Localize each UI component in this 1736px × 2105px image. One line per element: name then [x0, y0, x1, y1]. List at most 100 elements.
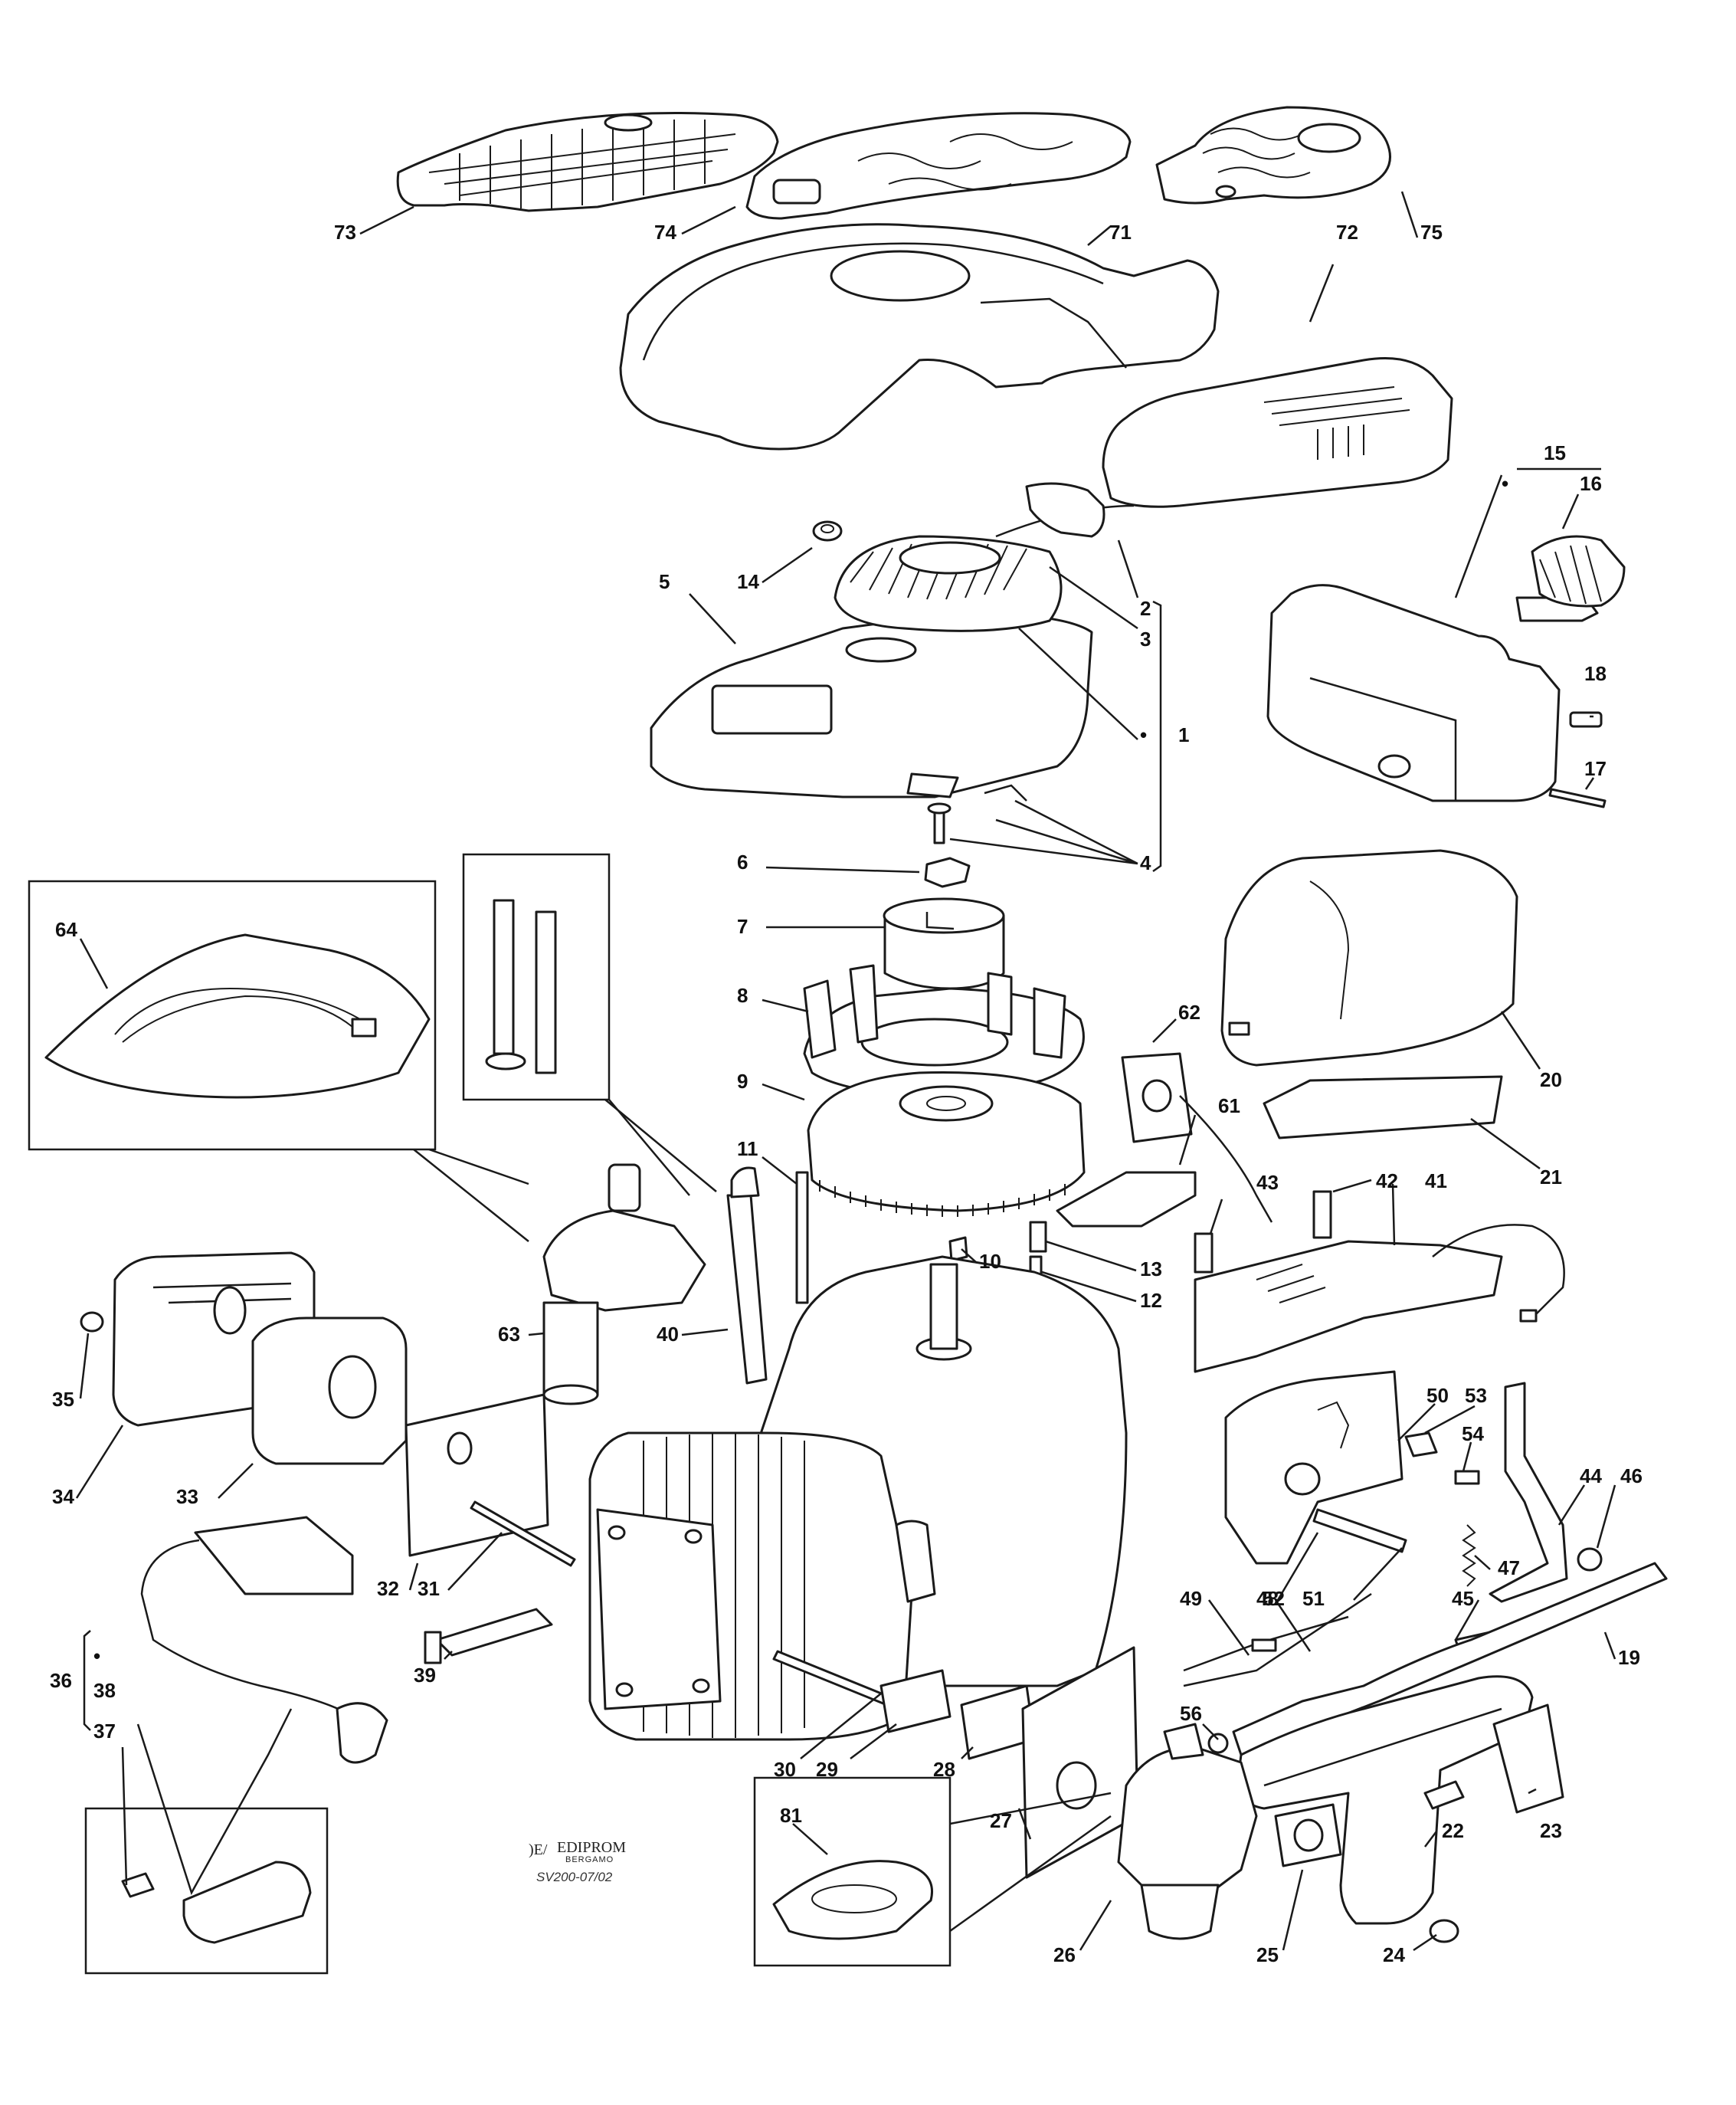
- part-44-control-lever: [1489, 1382, 1568, 1603]
- part-53-clip: [1404, 1431, 1438, 1457]
- bullets: • • •: [93, 472, 1508, 1667]
- callout-31: 31: [418, 1577, 440, 1600]
- part-40-dipstick-tube: [726, 1166, 768, 1385]
- callout-35: 35: [52, 1388, 74, 1411]
- logo-city: BERGAMO: [565, 1855, 614, 1864]
- callout-16: 16: [1580, 472, 1602, 495]
- part-47-spring: [1462, 1524, 1476, 1587]
- part-18-screw: [1569, 711, 1603, 728]
- box-37-38-caps: [84, 1807, 329, 1975]
- part-73-top-grille: [396, 112, 779, 212]
- part-31-stud: [470, 1500, 576, 1567]
- callout-29: 29: [816, 1758, 838, 1781]
- part-56-clamp: [1207, 1733, 1229, 1754]
- part-39-spark-plug: [424, 1608, 553, 1664]
- part-48-49-linkage: [1183, 1592, 1372, 1687]
- callout-48: 48: [1256, 1587, 1279, 1610]
- callout-15: 15: [1544, 441, 1566, 464]
- callout-52-visible: 52: [1263, 1587, 1285, 1610]
- part-13-pin: [1029, 1221, 1047, 1253]
- callout-21: 21: [1540, 1166, 1562, 1189]
- callout-43: 43: [1256, 1171, 1279, 1194]
- part-10-key: [948, 1236, 968, 1262]
- part-63-starter-motor: [542, 1163, 706, 1405]
- callout-6: 6: [737, 851, 748, 874]
- part-72-side-cover: [1102, 357, 1453, 508]
- part-42-bolt: [1312, 1190, 1332, 1239]
- callout-8: 8: [737, 984, 748, 1007]
- callout-14: 14: [737, 570, 759, 593]
- part-23-breather-hose: [1423, 1703, 1564, 1814]
- callout-46: 46: [1620, 1464, 1643, 1487]
- callout-54: 54: [1462, 1422, 1484, 1445]
- callout-37: 37: [93, 1720, 116, 1743]
- part-35-nut: [80, 1311, 104, 1333]
- callout-labels: 73 74 71 72 75 15 16 5 14 2 3 1 18 17 6 …: [50, 221, 1643, 1966]
- callout-3: 3: [1140, 628, 1151, 651]
- callout-26: 26: [1053, 1943, 1076, 1966]
- part-74-middle-cover: [745, 112, 1132, 220]
- callout-50: 50: [1426, 1384, 1449, 1407]
- part-24-nut: [1429, 1919, 1459, 1943]
- ediprom-logo: )E/ EDIPROM BERGAMO SV200-07/02: [529, 1839, 626, 1884]
- part-2-starter-handle: [1025, 482, 1105, 538]
- bullet-36: •: [93, 1644, 100, 1667]
- callout-39: 39: [414, 1664, 436, 1687]
- callout-1: 1: [1178, 723, 1189, 746]
- callout-4: 4: [1140, 851, 1151, 874]
- callout-27: 27: [990, 1809, 1012, 1832]
- callout-72: 72: [1336, 221, 1358, 244]
- callout-62: 62: [1178, 1001, 1200, 1024]
- callout-20: 20: [1540, 1068, 1562, 1091]
- callout-34: 34: [52, 1485, 74, 1508]
- leader-lines: [75, 191, 1616, 1952]
- callout-53: 53: [1465, 1384, 1487, 1407]
- part-36-ignition-coil: [140, 1516, 388, 1764]
- part-32-gasket: [405, 1393, 549, 1557]
- callout-44: 44: [1580, 1464, 1602, 1487]
- callout-81: 81: [780, 1804, 802, 1827]
- part-16-fuel-cap: [1515, 535, 1626, 622]
- part-7-fan-cup: [883, 897, 1005, 990]
- box-dipstick-kit: [462, 853, 611, 1101]
- callout-5: 5: [659, 570, 670, 593]
- callout-32: 32: [377, 1577, 399, 1600]
- part-17-pin: [1548, 788, 1607, 808]
- part-11-stud: [795, 1171, 809, 1304]
- part-6-nut: [924, 857, 971, 888]
- callout-17: 17: [1584, 757, 1607, 780]
- part-41-governor-bracket: [1194, 1224, 1565, 1373]
- logo-brand: EDIPROM: [557, 1839, 626, 1856]
- callout-74: 74: [654, 221, 676, 244]
- bullet-1: •: [1140, 723, 1147, 746]
- part-29-gasket: [879, 1669, 952, 1733]
- callout-73: 73: [334, 221, 356, 244]
- callout-19: 19: [1618, 1646, 1640, 1669]
- box-64-wiring: [28, 880, 437, 1151]
- callout-42: 42: [1376, 1169, 1398, 1192]
- part-43-bolt: [1194, 1232, 1214, 1274]
- drawing-code: SV200-07/02: [536, 1870, 613, 1884]
- box-81-carb-kit: [753, 1776, 952, 1967]
- part-5-recoil-housing: [650, 611, 1093, 798]
- callout-47: 47: [1498, 1556, 1520, 1579]
- part-33-muffler: [251, 1316, 408, 1465]
- part-14-nut: [812, 520, 843, 542]
- part-46-nut: [1577, 1547, 1603, 1572]
- callout-13: 13: [1140, 1257, 1162, 1280]
- part-25-gasket: [1274, 1803, 1342, 1867]
- part-22-intake-manifold: [1236, 1675, 1534, 1925]
- part-54-screw: [1454, 1470, 1480, 1485]
- callout-36: 36: [50, 1669, 72, 1692]
- callout-9: 9: [737, 1070, 748, 1093]
- part-9-flywheel: [807, 1071, 1086, 1217]
- part-19-fuel-hose: [1232, 1562, 1668, 1756]
- callout-24: 24: [1383, 1943, 1405, 1966]
- callout-18: 18: [1584, 662, 1607, 685]
- engine-cylinder: [588, 1431, 936, 1741]
- part-62-pickup-coil: [1121, 1052, 1193, 1143]
- callout-56: 56: [1180, 1702, 1202, 1725]
- part-20-air-filter-cover: [1220, 849, 1518, 1067]
